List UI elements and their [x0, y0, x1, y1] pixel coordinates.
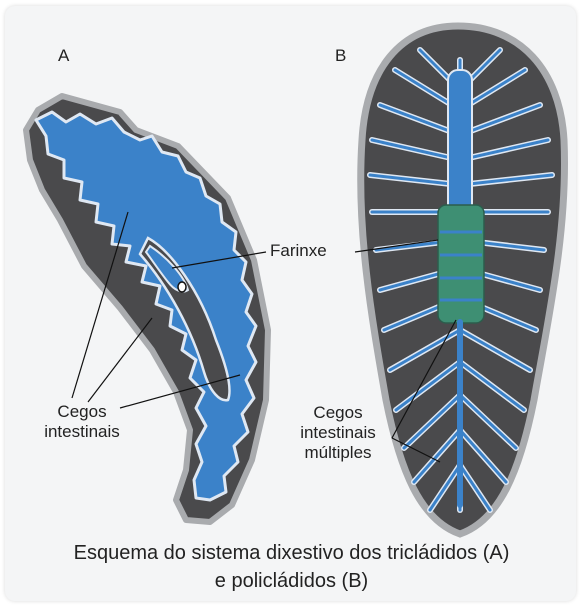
leader-cecum-a-2 — [88, 318, 152, 402]
cecum-label-b-line2: intestinais — [284, 423, 392, 443]
panel-a-letter: A — [58, 46, 69, 66]
cecum-label-b: Cegos intestinais múltiples — [284, 403, 392, 463]
pharynx-label: Farinxe — [270, 241, 327, 261]
cecum-label-a-line2: intestinais — [32, 422, 132, 442]
polyclad-pharynx — [438, 205, 484, 323]
panel-b-letter: B — [335, 46, 346, 66]
cecum-label-a-line1: Cegos — [32, 402, 132, 422]
triclad-mouth — [178, 282, 186, 292]
caption-line2: e policládidos (B) — [0, 568, 583, 595]
caption-line1: Esquema do sistema dixestivo dos triclád… — [0, 540, 583, 567]
cecum-label-a: Cegos intestinais — [32, 402, 132, 442]
cecum-label-b-line1: Cegos — [284, 403, 392, 423]
cecum-label-b-line3: múltiples — [284, 443, 392, 463]
triclad-illustration — [26, 96, 268, 522]
